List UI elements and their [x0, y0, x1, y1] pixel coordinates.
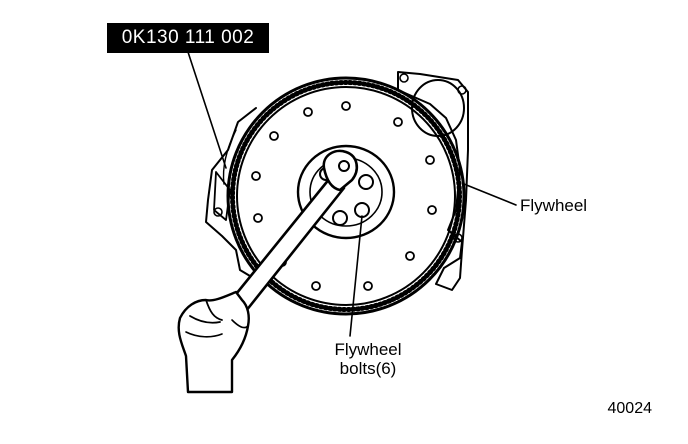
hand	[177, 290, 250, 394]
flywheel-ring-gear	[226, 76, 466, 316]
housing-bolt-hole-left	[213, 207, 223, 217]
flywheel-hub	[296, 144, 396, 240]
flywheel-bolts-label: Flywheel bolts(6)	[318, 340, 418, 378]
flywheel-bolts-label-line2: bolts(6)	[339, 359, 397, 378]
figure-number: 40024	[607, 400, 653, 417]
leader-bolts	[349, 215, 363, 337]
flywheel-bolts-label-line1: Flywheel	[334, 340, 402, 359]
housing-bolt-hole-a	[399, 73, 409, 83]
housing-plate-right	[397, 71, 469, 291]
flywheel-label: Flywheel	[520, 196, 588, 215]
flywheel-ring-inner	[236, 86, 456, 306]
leader-flywheel	[463, 183, 517, 206]
leader-tool	[187, 51, 227, 169]
housing-bolt-hole-b	[457, 85, 467, 95]
special-tool-number: 0K130 111 002	[107, 23, 269, 53]
